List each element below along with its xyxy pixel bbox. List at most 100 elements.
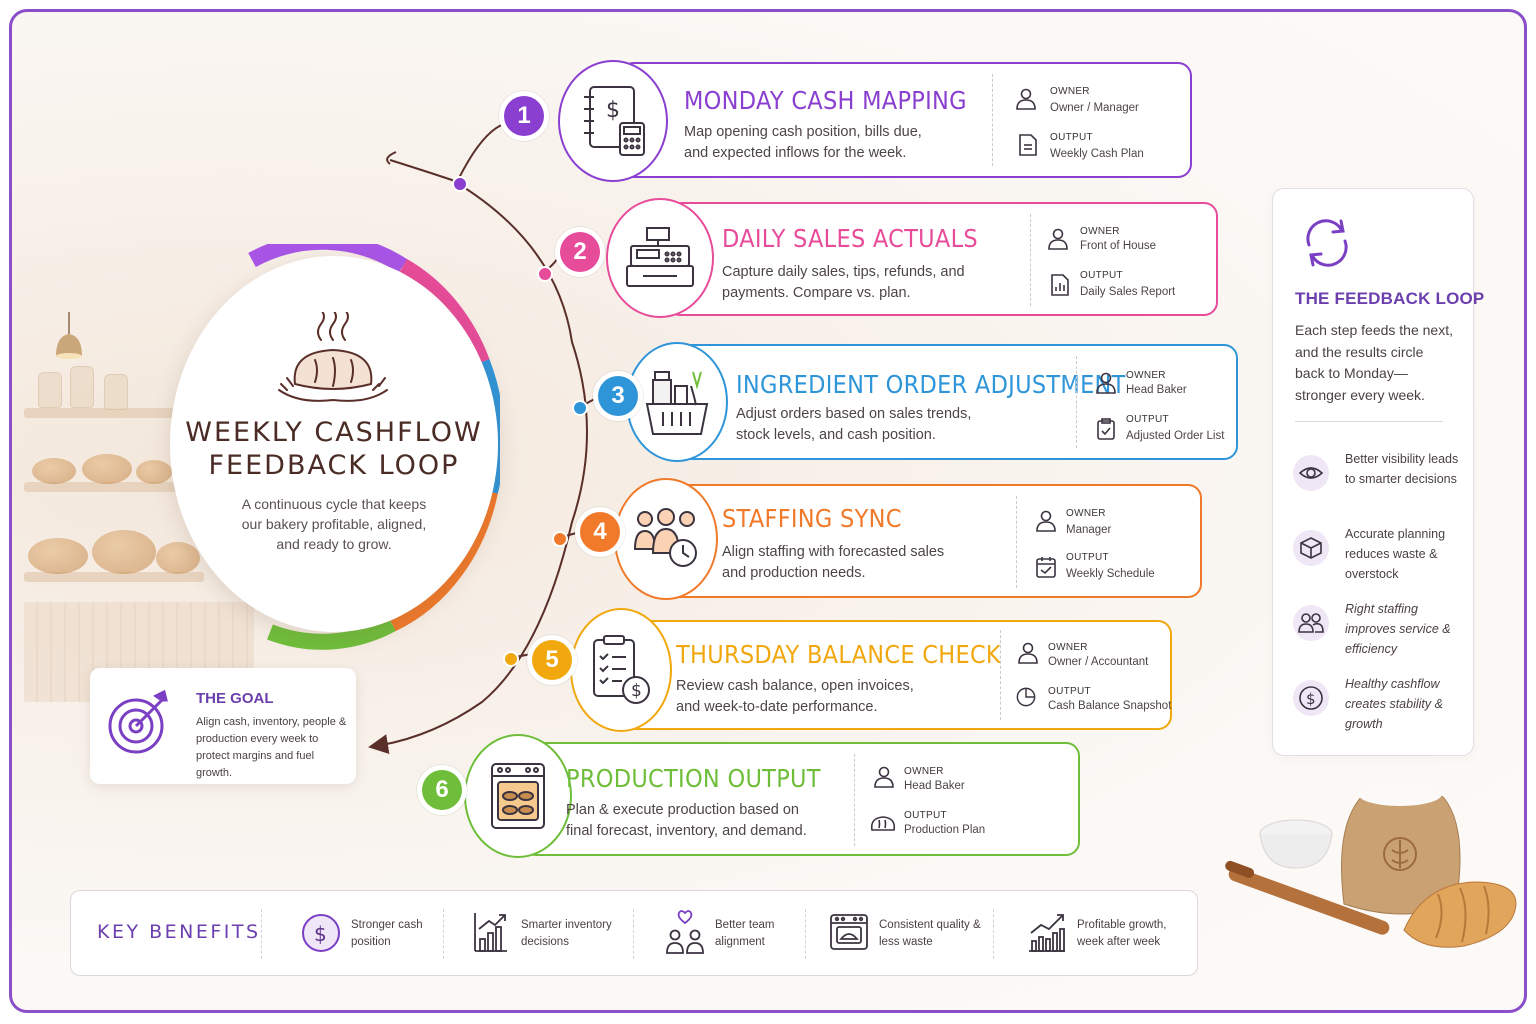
goal-text: Align cash, inventory, people & producti…: [196, 716, 347, 779]
step-icon-circle-5: $: [570, 608, 672, 732]
ledger-calculator-icon: $: [584, 86, 645, 156]
step-card-6: [522, 742, 1080, 856]
key-benefits-bar: KEY BENEFITS $ Stronger cash position Sm…: [70, 890, 1198, 976]
owner-value-1: Owner / Manager: [1050, 102, 1139, 114]
calendar-check-icon: [1036, 557, 1056, 578]
step-title-3: INGREDIENT ORDER ADJUSTMENT: [736, 370, 1126, 399]
svg-text:$: $: [314, 922, 327, 946]
owner-person-icon: [1018, 642, 1038, 664]
connector-dot-3: [572, 400, 588, 416]
benefit-text: Stronger cash position: [351, 919, 423, 948]
bread-icon: [870, 816, 896, 831]
feedback-loop-card: THE FEEDBACK LOOP Each step feeds the ne…: [1272, 188, 1484, 756]
step-description-1: Map opening cash position, bills due, an…: [684, 124, 922, 161]
output-value-1: Weekly Cash Plan: [1050, 148, 1144, 160]
team-heart-icon: [666, 910, 704, 954]
step-title-6: PRODUCTION OUTPUT: [566, 764, 821, 793]
output-value-3: Adjusted Order List: [1126, 430, 1225, 442]
people-icon: [1298, 613, 1324, 633]
owner-person-icon: [874, 766, 894, 788]
output-value-6: Production Plan: [904, 824, 986, 836]
output-label-2: OUTPUT: [1080, 270, 1123, 281]
owner-label-2: OWNER: [1080, 226, 1120, 237]
owner-label-1: OWNER: [1050, 86, 1090, 97]
hub-title-line-2: FEEDBACK LOOP: [208, 450, 460, 481]
baking-props-illustration: [1225, 782, 1517, 948]
feedback-item: $ Healthy cashflow creates stability & g…: [1293, 674, 1469, 738]
cash-register-icon: [626, 227, 694, 287]
feedback-description: Each step feeds the next, and the result…: [1295, 322, 1453, 403]
infographic-frame: WEEKLY CASHFLOW FEEDBACK LOOP A continuo…: [9, 9, 1527, 1013]
feedback-item: Accurate planning reduces waste & overst…: [1293, 524, 1469, 588]
output-label-4: OUTPUT: [1066, 552, 1109, 563]
bar-growth-icon: [474, 913, 507, 952]
step-icon-circle-3: [626, 342, 728, 462]
step-card-2: [666, 202, 1218, 316]
step-card-3: [678, 344, 1238, 460]
output-label-6: OUTPUT: [904, 810, 947, 821]
svg-text:$: $: [631, 681, 642, 701]
box-icon: [1300, 537, 1322, 559]
dollar-coin-icon: $: [302, 914, 340, 952]
owner-person-icon: [1048, 228, 1068, 250]
goal-card: THE GOAL Align cash, inventory, people &…: [90, 668, 356, 784]
oven-icon: [830, 914, 868, 950]
connector-dot-1: [452, 176, 468, 192]
checklist-dollar-icon: $: [593, 635, 650, 704]
svg-text:$: $: [606, 98, 620, 123]
connector-dot-5: [503, 651, 519, 667]
owner-person-icon: [1096, 372, 1116, 394]
feedback-title: THE FEEDBACK LOOP: [1295, 289, 1485, 308]
step-description-3: Adjust orders based on sales trends, sto…: [736, 406, 972, 443]
hub-title: WEEKLY CASHFLOW FEEDBACK LOOP: [185, 416, 482, 482]
growth-chart-icon: [1029, 914, 1065, 952]
hub-subtitle: A continuous cycle that keeps our bakery…: [241, 496, 427, 552]
step-number-1: 1: [504, 96, 544, 136]
owner-value-5: Owner / Accountant: [1048, 656, 1149, 668]
owner-label-6: OWNER: [904, 766, 944, 777]
step-card-1: [620, 62, 1192, 178]
benefit-text: Smarter inventory decisions: [521, 919, 612, 948]
feedback-item-text: Healthy cashflow creates stability & gro…: [1345, 677, 1443, 731]
feedback-item: Right staffing improves service & effici…: [1293, 599, 1469, 663]
step-description-4: Align staffing with forecasted sales and…: [722, 544, 945, 581]
step-icon-circle-4: [614, 478, 718, 600]
owner-label-5: OWNER: [1048, 642, 1088, 653]
step-number-4: 4: [580, 512, 620, 552]
connector-dot-2: [537, 266, 553, 282]
output-label-5: OUTPUT: [1048, 686, 1091, 697]
step-icon-circle-2: [606, 198, 714, 318]
owner-person-icon: [1036, 510, 1056, 532]
dollar-coin-icon: $: [1299, 686, 1323, 710]
output-label-1: OUTPUT: [1050, 132, 1093, 143]
feedback-item-text: Better visibility leads to smarter decis…: [1345, 452, 1459, 486]
step-title-5: THURSDAY BALANCE CHECK: [676, 640, 1001, 669]
clipboard-check-icon: [1097, 418, 1115, 440]
step-title-4: STAFFING SYNC: [722, 504, 902, 533]
step-description-2: Capture daily sales, tips, refunds, and …: [722, 264, 965, 301]
step-title-1: MONDAY CASH MAPPING: [684, 86, 967, 115]
oven-icon: [491, 763, 545, 829]
hub-circle: WEEKLY CASHFLOW FEEDBACK LOOP A continuo…: [170, 256, 498, 632]
hub-title-line-1: WEEKLY CASHFLOW: [185, 417, 483, 448]
output-label-3: OUTPUT: [1126, 414, 1169, 425]
step-card-4: [664, 484, 1202, 598]
target-arrow-icon: [108, 690, 168, 754]
output-value-2: Daily Sales Report: [1080, 286, 1176, 298]
step-icon-circle-6: [464, 734, 572, 858]
pendant-lamp-icon: [56, 312, 82, 359]
step-number-6: 6: [422, 770, 462, 810]
grocery-basket-icon: [645, 371, 709, 435]
connector-dot-4: [552, 531, 568, 547]
owner-label-3: OWNER: [1126, 370, 1166, 381]
key-benefits-title: KEY BENEFITS: [97, 921, 261, 943]
step-number-5: 5: [532, 640, 572, 680]
pie-chart-icon: [1016, 687, 1036, 707]
refresh-cycle-icon: [1306, 219, 1348, 267]
owner-label-4: OWNER: [1066, 508, 1106, 519]
step-description-5: Review cash balance, open invoices, and …: [676, 678, 914, 715]
svg-text:$: $: [1306, 690, 1316, 708]
bread-loaf-icon: [278, 312, 388, 402]
step-card-5: [622, 620, 1172, 730]
benefit-text: Consistent quality & less waste: [879, 919, 981, 948]
